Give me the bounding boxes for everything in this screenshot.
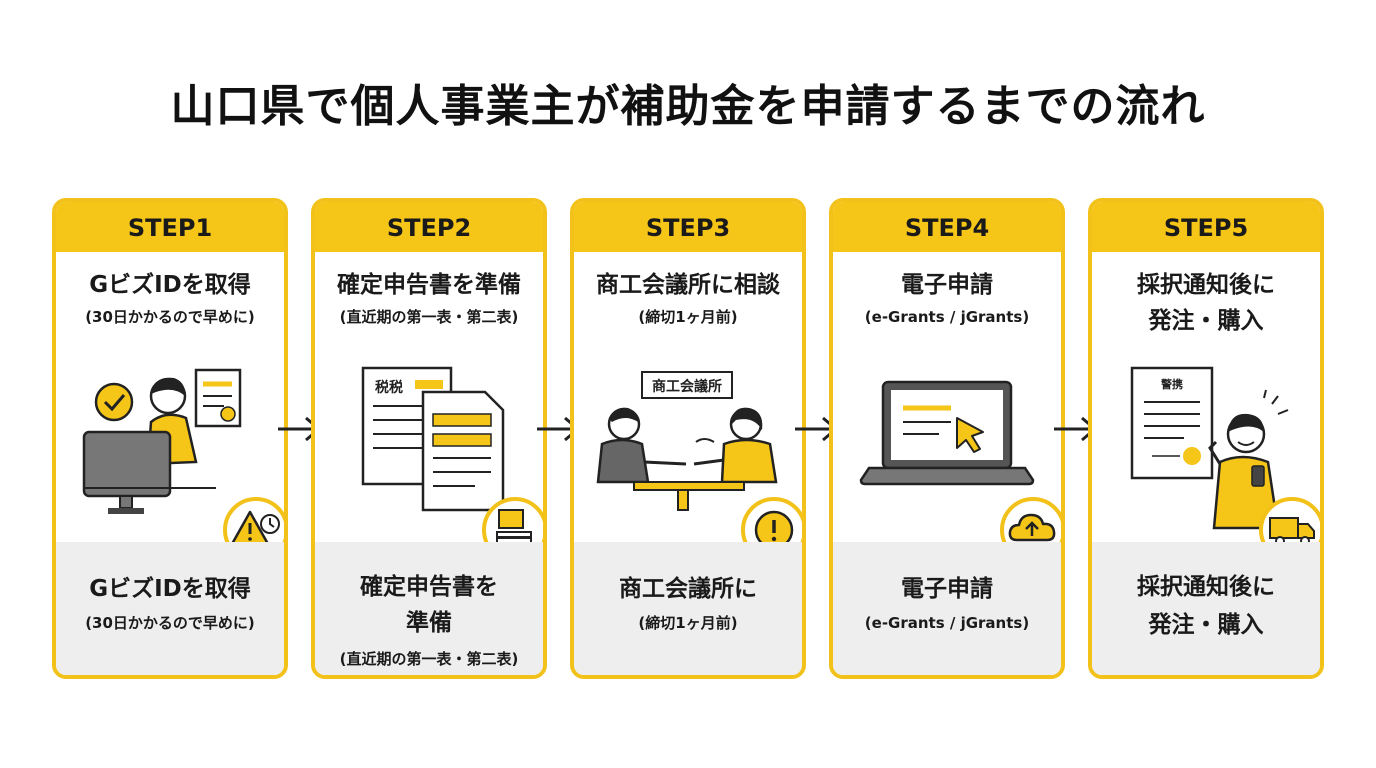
step-lower-panel xyxy=(315,542,543,675)
person-at-computer-icon xyxy=(82,368,242,514)
step-subtitle: (e-Grants / jGrants) xyxy=(864,308,1030,326)
step-label: STEP2 xyxy=(315,202,543,252)
step-lower-title: 準備 xyxy=(406,610,452,636)
step-label: STEP1 xyxy=(56,202,284,252)
step-card-2: STEP2 確定申告書を準備 (直近期の第一表・第二表) 税税 確定申告書を 準… xyxy=(311,198,547,679)
consultation-icon: 商工会議所 xyxy=(596,371,778,511)
step-lower-subtitle: (e-Grants / jGrants) xyxy=(864,614,1030,632)
step-title: GビズIDを取得 xyxy=(89,272,251,298)
step-card-3: STEP3 商工会議所に相談 (締切1ヶ月前) 商工会議所 商工会議所に (締切… xyxy=(570,198,806,679)
step-label: STEP4 xyxy=(833,202,1061,252)
laptop-cursor-icon xyxy=(859,380,1035,486)
step-label: STEP3 xyxy=(574,202,802,252)
step-lower-subtitle: (30日かかるので早めに) xyxy=(85,614,255,632)
step-subtitle: (直近期の第一表・第二表) xyxy=(339,308,519,326)
step-lower-subtitle: (締切1ヶ月前) xyxy=(638,614,738,632)
tax-documents-icon: 税税 xyxy=(361,366,505,512)
step-lower-title: 採択通知後に xyxy=(1137,574,1275,600)
step-title: 採択通知後に xyxy=(1137,272,1275,298)
step-lower-panel xyxy=(574,542,802,675)
step-lower-title: 確定申告書を xyxy=(360,574,498,600)
step-lower-title: GビズIDを取得 xyxy=(89,576,251,602)
notice-person-icon: 警携 xyxy=(1130,366,1289,530)
step-title: 商工会議所に相談 xyxy=(596,272,780,298)
tax-document-label: 税税 xyxy=(375,379,403,396)
step-card-5: STEP5 採択通知後に 発注・購入 警携 採択通知後に 発注・購入 xyxy=(1088,198,1324,679)
sign-label: 商工会議所 xyxy=(652,378,722,395)
step-card-4: STEP4 電子申請 (e-Grants / jGrants) 電子申請 (e-… xyxy=(829,198,1065,679)
step-lower-panel xyxy=(833,542,1061,675)
step-lower-title: 商工会議所に xyxy=(619,576,757,602)
step-subtitle: (30日かかるので早めに) xyxy=(85,308,255,326)
notice-label: 警携 xyxy=(1160,377,1183,391)
page-title: 山口県で個人事業主が補助金を申請するまでの流れ xyxy=(170,81,1206,132)
step-lower-subtitle: (直近期の第一表・第二表) xyxy=(339,650,519,668)
step-subtitle: (締切1ヶ月前) xyxy=(638,308,738,326)
step-title: 確定申告書を準備 xyxy=(337,272,521,298)
step-card-1: STEP1 GビズIDを取得 (30日かかるので早めに) GビズIDを取得 (3… xyxy=(52,198,288,679)
step-lower-panel xyxy=(1092,542,1320,675)
step-lower-title: 発注・購入 xyxy=(1148,612,1264,638)
step-lower-panel xyxy=(56,542,284,675)
step-title: 電子申請 xyxy=(901,272,993,298)
step-label: STEP5 xyxy=(1092,202,1320,252)
step-lower-title: 電子申請 xyxy=(901,576,993,602)
step-title: 発注・購入 xyxy=(1148,308,1264,334)
